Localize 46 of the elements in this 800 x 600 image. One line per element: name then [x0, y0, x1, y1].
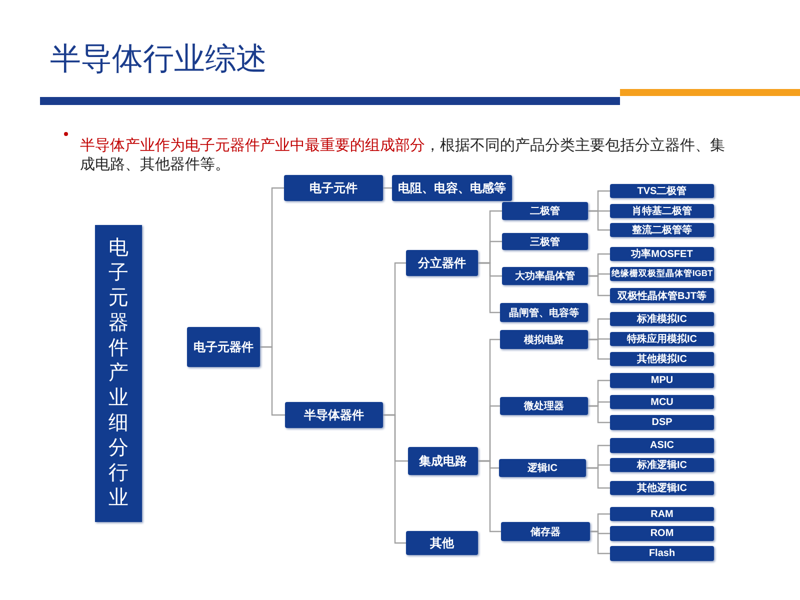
category-box: 其他模拟IC: [610, 352, 714, 366]
connector-line: [260, 346, 285, 416]
slide-title: 半导体行业综述: [50, 40, 267, 78]
category-box: 电子元器件: [187, 327, 260, 367]
connector-line: [588, 405, 610, 424]
intro-paragraph: 半导体产业作为电子元器件产业中最重要的组成部分，根据不同的产品分类主要包括分立器件、集成电路、其他器件等。: [80, 136, 726, 174]
category-box: 模拟电路: [500, 330, 588, 349]
category-box: 二极管: [502, 202, 588, 220]
connector-line: [383, 414, 406, 544]
category-box: 半导体器件: [285, 402, 383, 428]
category-box: 晶闸管、电容等: [500, 303, 588, 322]
connector-line: [590, 530, 610, 554]
category-box: 电阻、电容、电感等: [392, 175, 512, 201]
connector-line: [478, 460, 501, 532]
category-box: 肖特基二极管: [610, 204, 714, 218]
connector-line: [586, 467, 610, 489]
category-box: 标准逻辑IC: [610, 458, 714, 472]
category-box: 特殊应用模拟IC: [610, 332, 714, 346]
category-box: MCU: [610, 395, 714, 409]
category-box: 分立器件: [406, 250, 478, 276]
category-box: DSP: [610, 415, 714, 430]
connector-line: [588, 210, 610, 231]
connector-line: [478, 262, 500, 314]
category-box: 集成电路: [408, 447, 478, 475]
category-box: 绝缘栅双极型晶体管IGBT: [610, 267, 714, 281]
category-box: 功率MOSFET: [610, 247, 714, 261]
category-box: 其他: [406, 531, 478, 555]
category-box: 整流二极管等: [610, 223, 714, 237]
category-box: ROM: [610, 526, 714, 541]
category-box: 三极管: [502, 233, 588, 250]
connector-line: [588, 275, 610, 296]
category-box: 逻辑IC: [499, 459, 586, 477]
category-box: 大功率晶体管: [502, 267, 588, 285]
category-box: ASIC: [610, 438, 714, 453]
category-box: MPU: [610, 373, 714, 388]
category-box: Flash: [610, 546, 714, 561]
title-bar: 电子元器件产业细分行业: [95, 225, 142, 522]
category-box: 微处理器: [500, 397, 588, 415]
category-box: TVS二极管: [610, 184, 714, 198]
category-box: 双极性晶体管BJT等: [610, 288, 714, 303]
category-box: 其他逻辑IC: [610, 481, 714, 495]
connector-line: [588, 338, 610, 360]
category-box: 储存器: [501, 522, 590, 541]
category-box: 电子元件: [284, 175, 383, 201]
category-box: RAM: [610, 507, 714, 521]
category-box: 标准模拟IC: [610, 312, 714, 326]
